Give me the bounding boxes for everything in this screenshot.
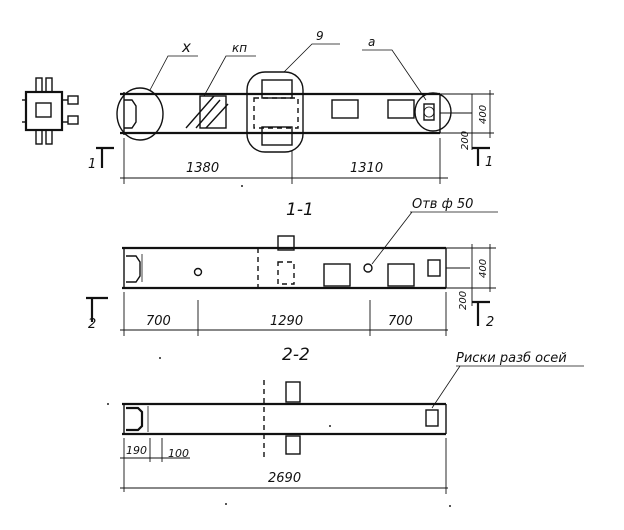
cut-label-1-right: 1	[485, 155, 493, 170]
cut-label-1-left: 1	[88, 157, 96, 172]
dim-s22-2690: 2690	[268, 471, 301, 486]
node-detail-sketch	[22, 77, 79, 145]
callout-label-9: 9	[316, 29, 324, 43]
dim-plan-200: 200	[460, 131, 471, 150]
dim-plan-1310: 1310	[350, 161, 383, 176]
dim-s11-1290: 1290	[270, 314, 303, 329]
section-2-2-view: 2-2 Риски разб осей 190 100 2690	[120, 345, 584, 494]
section-1-1-view: 1-1 Отв ф 50 2 2 400 200	[86, 197, 498, 336]
callout-circle-x	[116, 87, 164, 141]
dim-s11-700-right: 700	[388, 314, 413, 329]
hole-note: Отв ф 50	[412, 197, 473, 212]
dim-plan-400: 400	[478, 105, 489, 124]
callout-label-x: x	[181, 38, 191, 56]
dim-plan-1380: 1380	[186, 161, 219, 176]
dim-s11-400: 400	[478, 259, 489, 278]
plan-view: x кп 9 a 1 1 400 200 1380 1310	[88, 29, 494, 184]
section-title-1-1: 1-1	[286, 200, 314, 220]
section-title-2-2: 2-2	[282, 345, 310, 365]
cut-label-2-right: 2	[486, 315, 494, 330]
callout-label-kp: кп	[232, 41, 247, 55]
callout-label-a: a	[368, 35, 375, 49]
scan-noise	[107, 185, 451, 507]
axis-marks-note: Риски разб осей	[456, 351, 567, 366]
callout-circle-a	[414, 92, 452, 132]
callout-circle-9	[246, 71, 304, 153]
dim-s22-100: 100	[168, 447, 189, 460]
cut-label-2-left: 2	[88, 317, 96, 332]
dim-s22-190: 190	[126, 444, 147, 457]
dim-s11-200: 200	[458, 291, 469, 310]
dim-s11-700-left: 700	[146, 314, 171, 329]
